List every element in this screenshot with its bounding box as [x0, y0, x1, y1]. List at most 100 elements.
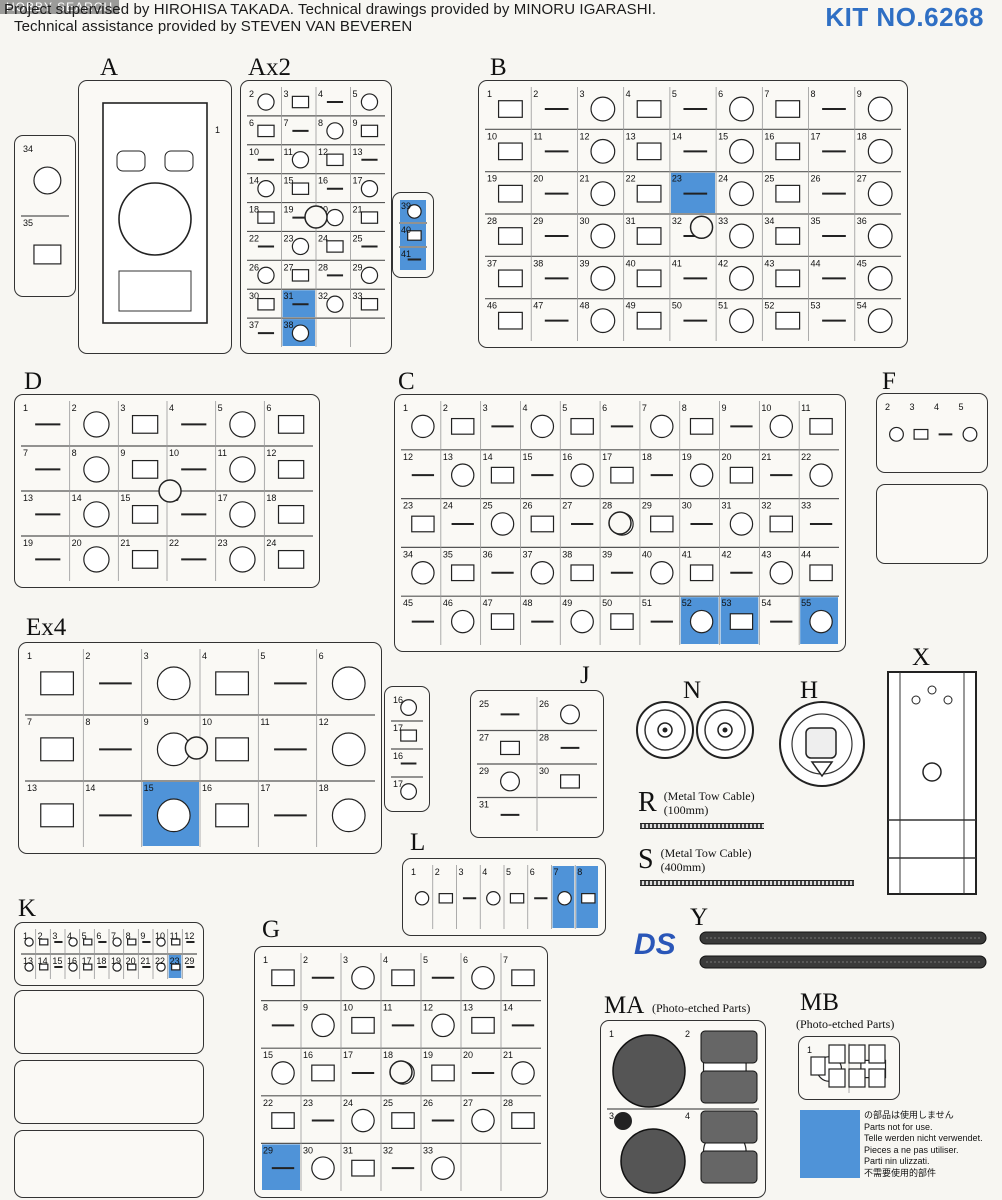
part-c-32: 32 — [761, 501, 794, 533]
cable-s-text: (Metal Tow Cable) (400mm) — [661, 846, 752, 874]
sprue-ax2-frame: 2345678910111213141516171819202122232425… — [240, 80, 392, 354]
part-number-label: 16 — [393, 695, 403, 705]
part-ex4-3: 3 — [144, 651, 191, 701]
part-c-2: 2 — [443, 403, 475, 435]
part-c-36: 36 — [483, 549, 514, 574]
part-number-label: 24 — [343, 1098, 353, 1108]
part-number-label: 11 — [383, 1003, 392, 1013]
part-g-17: 17 — [343, 1050, 375, 1074]
part-number-label: 1 — [807, 1045, 812, 1055]
part-k-20: 20 — [126, 956, 137, 971]
part-number-label: 16 — [318, 176, 328, 186]
part-ex4-7: 7 — [27, 717, 75, 762]
part-number-label: 23 — [170, 956, 180, 966]
part-k-8: 8 — [126, 931, 137, 946]
part-k-10: 10 — [155, 931, 166, 947]
part-number-label: 39 — [602, 549, 612, 559]
part-number-label: 22 — [801, 452, 811, 462]
part-d-3: 3 — [120, 403, 159, 434]
part-g-4: 4 — [383, 955, 415, 987]
part-g-1: 1 — [263, 955, 295, 987]
part-number-label: 8 — [811, 89, 816, 99]
part-number-label: 17 — [811, 131, 821, 141]
part-number-label: 40 — [401, 225, 411, 235]
part-number-label: 12 — [403, 452, 413, 462]
part-b-7: 7 — [764, 89, 801, 118]
part-c-35: 35 — [443, 549, 475, 582]
part-number-label: 45 — [403, 598, 413, 608]
part-number-label: 32 — [672, 216, 682, 226]
part-number-label: 31 — [479, 800, 489, 810]
part-number-label: 39 — [579, 258, 589, 268]
part-d-13: 13 — [23, 493, 61, 516]
part-number-label: 35 — [811, 216, 821, 226]
part-number-label: 4 — [318, 89, 323, 99]
part-k-13: 13 — [23, 956, 34, 972]
part-number-label: 6 — [266, 403, 271, 413]
part-ex4-16: 16 — [202, 783, 250, 828]
part-number-label: 12 — [184, 931, 194, 941]
part-number-label: 19 — [423, 1050, 433, 1060]
part-number-label: 15 — [120, 493, 130, 503]
part-d-22: 22 — [169, 538, 207, 561]
part-number-label: 18 — [319, 783, 329, 793]
part-j-31: 31 — [479, 800, 520, 816]
part-number-label: 21 — [353, 205, 363, 215]
part-g-3: 3 — [343, 955, 375, 990]
part-number-label: 52 — [682, 598, 692, 608]
part-k-18: 18 — [96, 956, 107, 968]
part-number-label: 24 — [266, 538, 276, 548]
part-b-12: 12 — [579, 131, 616, 164]
part-number-label: 7 — [764, 89, 769, 99]
sprue-label-a: A — [100, 54, 119, 81]
part-b-33: 33 — [718, 216, 754, 249]
part-number-label: 4 — [934, 402, 939, 412]
part-ax2-14: 14 — [249, 176, 275, 198]
part-ex4-13: 13 — [27, 783, 75, 828]
part-number-label: 48 — [579, 301, 589, 311]
part-c-42: 42 — [722, 549, 753, 574]
part-b-4: 4 — [626, 89, 662, 118]
part-number-label: 33 — [718, 216, 728, 226]
part-number-label: 1 — [411, 867, 416, 877]
part-ex4-4: 4 — [202, 651, 250, 696]
part-number-label: 10 — [487, 131, 497, 141]
part-g-25: 25 — [383, 1098, 415, 1129]
part-number-label: 19 — [111, 956, 121, 966]
part-number-label: 9 — [722, 403, 727, 413]
part-c-5: 5 — [562, 403, 594, 435]
part-d-8: 8 — [72, 448, 110, 483]
part-number-label: 14 — [503, 1003, 513, 1013]
part-number-label: 3 — [120, 403, 125, 413]
part-k-3: 3 — [52, 931, 63, 943]
part-c-17: 17 — [602, 452, 634, 484]
part-number-label: 41 — [682, 549, 692, 559]
part-c-13: 13 — [443, 452, 475, 487]
part-number-label: 50 — [672, 301, 682, 311]
part-number-label: 10 — [343, 1003, 353, 1013]
part-k-29: 29 — [184, 956, 195, 968]
part-number-label: 1 — [23, 403, 28, 413]
part-number-label: 1 — [487, 89, 492, 99]
part-number-label: 6 — [718, 89, 723, 99]
part-d-11: 11 — [218, 448, 256, 483]
part-number-label: 18 — [383, 1050, 393, 1060]
part-f-2: 2 — [885, 402, 904, 442]
part-number-label: 3 — [52, 931, 57, 941]
part-k-12: 12 — [184, 931, 195, 943]
part-ax2-37: 37 — [249, 320, 275, 335]
part-c-47: 47 — [483, 598, 515, 630]
part-ax2-32: 32 — [318, 291, 344, 313]
part-ax2_side-41: 41 — [401, 249, 422, 261]
part-c-53: 53 — [722, 598, 754, 630]
part-c-34: 34 — [403, 549, 435, 585]
part-number-label: 39 — [401, 201, 411, 211]
part-number-label: 14 — [85, 783, 95, 793]
part-number-label: 3 — [343, 955, 348, 965]
part-b-29: 29 — [533, 216, 569, 238]
part-number-label: 2 — [85, 651, 90, 661]
part-ex4-18: 18 — [319, 783, 366, 833]
part-number-label: 2 — [38, 931, 43, 941]
part-number-label: 9 — [140, 931, 145, 941]
